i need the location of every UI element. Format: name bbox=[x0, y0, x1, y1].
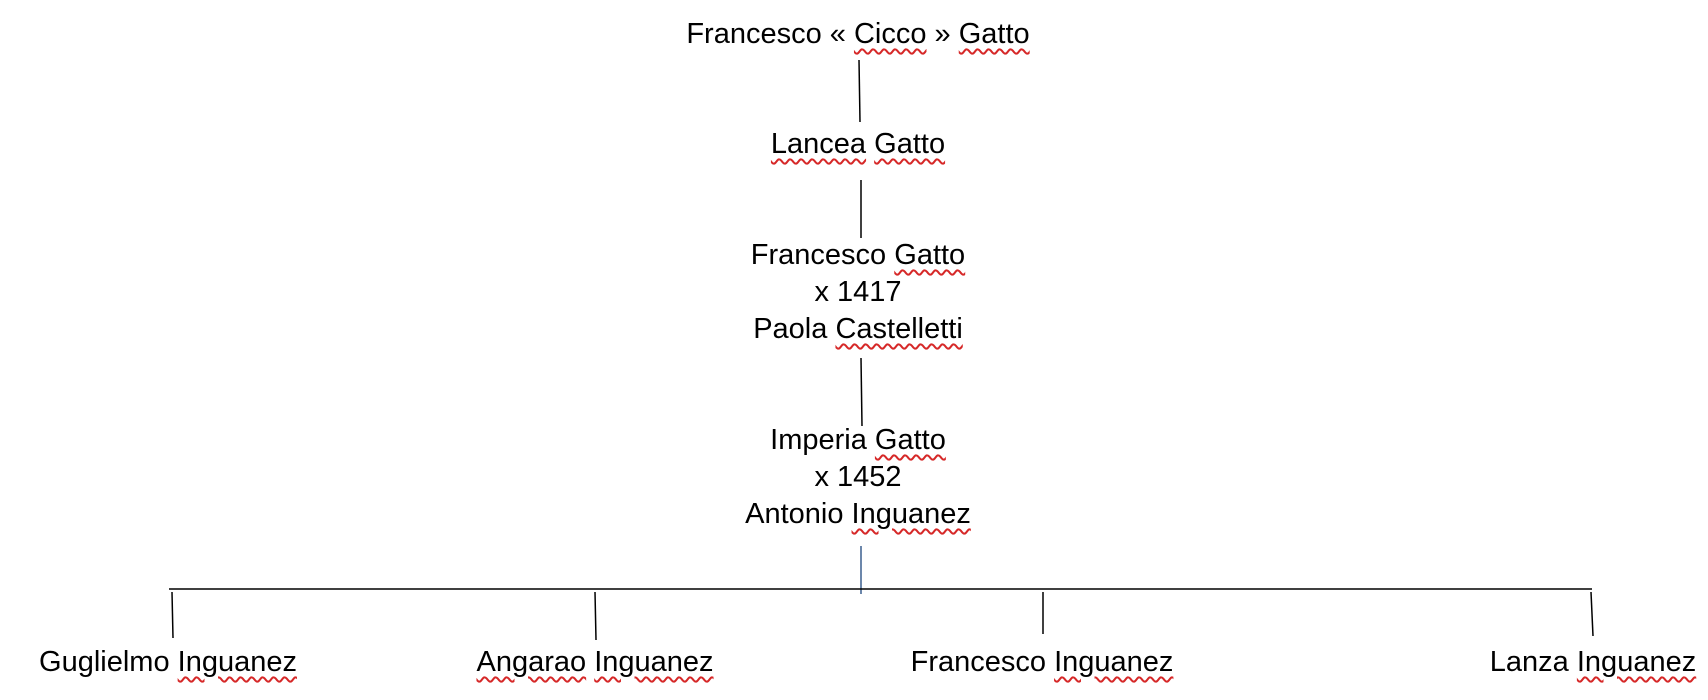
spellcheck-flagged-word: Lancea bbox=[770, 128, 867, 160]
person-node-lanza: Lanza Inguanez bbox=[1490, 644, 1696, 681]
spellcheck-flagged-word: Inguanez bbox=[1054, 646, 1174, 678]
connector-drop-guglielmo bbox=[171, 591, 174, 639]
person-node-angarao: Angarao Inguanez bbox=[476, 644, 713, 681]
person-text-line: x 1452 bbox=[745, 459, 971, 496]
text-segment: Imperia bbox=[770, 424, 875, 456]
spellcheck-flagged-word: Inguanez bbox=[177, 646, 297, 678]
person-node-lancea: Lancea Gatto bbox=[771, 126, 945, 163]
person-text-line: Francesco Inguanez bbox=[911, 644, 1174, 681]
person-text-line: Antonio Inguanez bbox=[745, 496, 971, 533]
text-segment: Guglielmo bbox=[39, 646, 178, 678]
spellcheck-flagged-word: Gatto bbox=[894, 239, 966, 271]
person-text-line: Francesco Gatto bbox=[751, 237, 965, 274]
spellcheck-flagged-word: Cicco bbox=[853, 18, 927, 50]
text-segment: Francesco « bbox=[686, 18, 854, 50]
text-segment: x 1417 bbox=[814, 276, 902, 308]
text-segment: Antonio bbox=[745, 498, 852, 530]
person-node-cicco: Francesco « Cicco » Gatto bbox=[686, 16, 1029, 53]
text-segment: Francesco bbox=[910, 646, 1055, 678]
text-segment bbox=[586, 646, 594, 678]
person-node-guglielmo: Guglielmo Inguanez bbox=[39, 644, 297, 681]
spellcheck-flagged-word: Castelletti bbox=[835, 313, 963, 345]
person-text-line: Lanza Inguanez bbox=[1490, 644, 1696, 681]
text-segment: x 1452 bbox=[814, 461, 902, 493]
person-text-line: Angarao Inguanez bbox=[476, 644, 713, 681]
spellcheck-flagged-word: Gatto bbox=[958, 18, 1030, 50]
text-segment: » bbox=[926, 18, 959, 50]
spellcheck-flagged-word: Gatto bbox=[874, 424, 946, 456]
person-text-line: Paola Castelletti bbox=[751, 311, 965, 348]
text-segment bbox=[866, 128, 874, 160]
person-text-line: Francesco « Cicco » Gatto bbox=[686, 16, 1029, 53]
spellcheck-flagged-word: Inguanez bbox=[594, 646, 714, 678]
spellcheck-flagged-word: Angarao bbox=[476, 646, 587, 678]
spellcheck-flagged-word: Inguanez bbox=[851, 498, 971, 530]
connector-cicco-lancea bbox=[858, 59, 861, 123]
person-text-line: x 1417 bbox=[751, 274, 965, 311]
connector-francesco-gatto-imperia bbox=[860, 357, 863, 427]
person-text-line: Imperia Gatto bbox=[745, 422, 971, 459]
person-text-line: Lancea Gatto bbox=[771, 126, 945, 163]
person-node-francesco-inguanez: Francesco Inguanez bbox=[911, 644, 1174, 681]
person-text-line: Guglielmo Inguanez bbox=[39, 644, 297, 681]
connector-drop-lanza bbox=[1590, 591, 1594, 637]
spellcheck-flagged-word: Inguanez bbox=[1576, 646, 1697, 678]
connector-drop-angarao bbox=[594, 591, 597, 641]
text-segment: Francesco bbox=[750, 239, 895, 271]
text-segment: Paola bbox=[753, 313, 836, 345]
text-segment: Lanza bbox=[1489, 646, 1577, 678]
spellcheck-flagged-word: Gatto bbox=[874, 128, 946, 160]
